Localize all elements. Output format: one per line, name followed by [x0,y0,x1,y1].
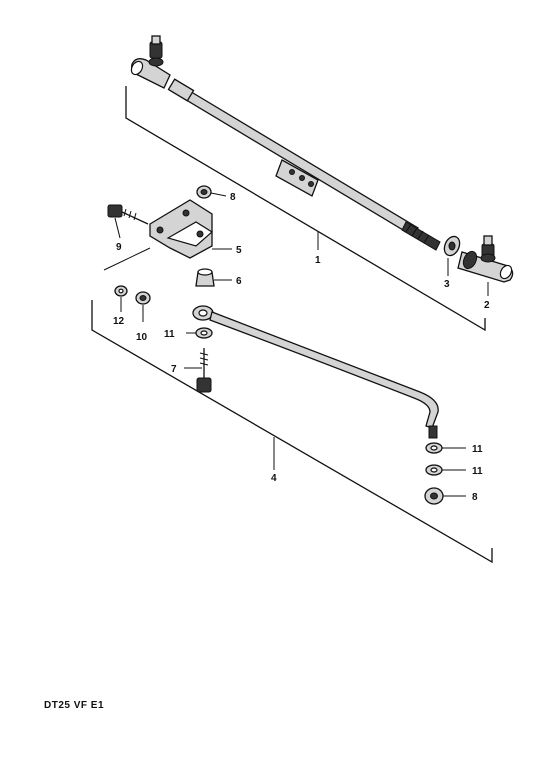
nut-8-top [196,185,227,199]
callout-8-top: 8 [230,192,236,203]
callout-10: 10 [136,332,148,343]
bracket-tie-rod [125,86,486,332]
bolt-9 [107,204,149,239]
link-rod [192,305,439,439]
callout-8-bottom: 8 [472,492,478,503]
callout-2: 2 [484,300,490,311]
nut-8-bottom [424,487,466,505]
washer-11-top [186,327,213,339]
callout-6: 6 [236,276,242,287]
callout-11-lower: 11 [472,466,483,477]
callout-11-middle: 11 [472,444,483,455]
bolt-7 [184,348,212,393]
callout-12: 12 [113,316,125,327]
callout-4: 4 [271,473,277,484]
diagram-code: DT25 VF E1 [44,700,105,711]
callout-3: 3 [444,279,450,290]
washer-11-middle [425,442,466,454]
nut-10 [135,291,151,322]
ball-joint-right [457,235,514,283]
callout-11-top: 11 [164,329,175,340]
collar-6 [195,268,232,287]
steering-bracket [149,199,214,259]
washer-11-lower [425,464,466,476]
callout-9: 9 [116,242,122,253]
washer-12 [103,247,151,312]
callout-1: 1 [315,255,321,266]
bracket-link-rod [91,300,493,564]
tie-rod-assembly [130,35,514,283]
lock-nut [443,235,461,257]
callout-7: 7 [171,364,177,375]
callout-5: 5 [236,245,242,256]
